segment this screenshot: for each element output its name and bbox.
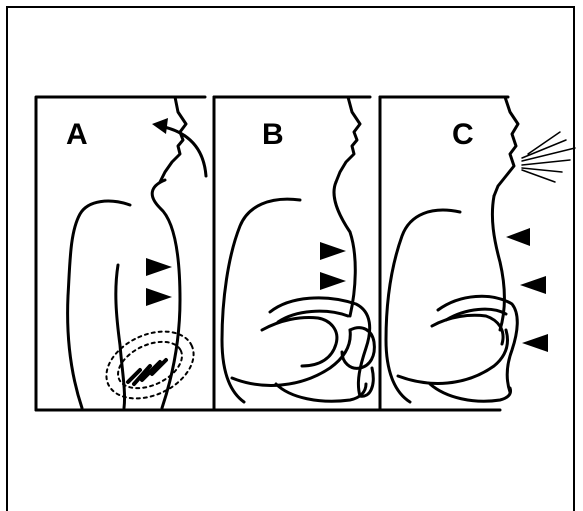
panel-label-c: C	[452, 118, 474, 151]
panel-b-arrow-1	[320, 242, 346, 260]
panel-c-arrow-2	[520, 276, 546, 294]
panel-c-arrow-3	[522, 334, 548, 352]
panel-label-b: B	[262, 118, 284, 151]
panel-a-arrow-1	[146, 258, 172, 276]
figure-frame	[6, 6, 575, 511]
panel-a-lung-hatch	[126, 358, 168, 386]
panel-label-a: A	[66, 118, 88, 151]
panel-c-figure	[373, 95, 576, 412]
panel-a-inhale-arrowhead	[152, 118, 168, 134]
panel-a-inhale-arrow	[158, 124, 208, 178]
panel-b-figure	[208, 95, 382, 412]
panel-c-arrow-1	[506, 228, 530, 246]
panel-a-figure	[34, 95, 212, 412]
panel-c-exhale-lines	[521, 131, 576, 183]
panel-b-arrow-2	[320, 272, 346, 290]
panel-a-arrow-2	[146, 288, 172, 306]
panel-a-lung-region	[105, 330, 195, 400]
